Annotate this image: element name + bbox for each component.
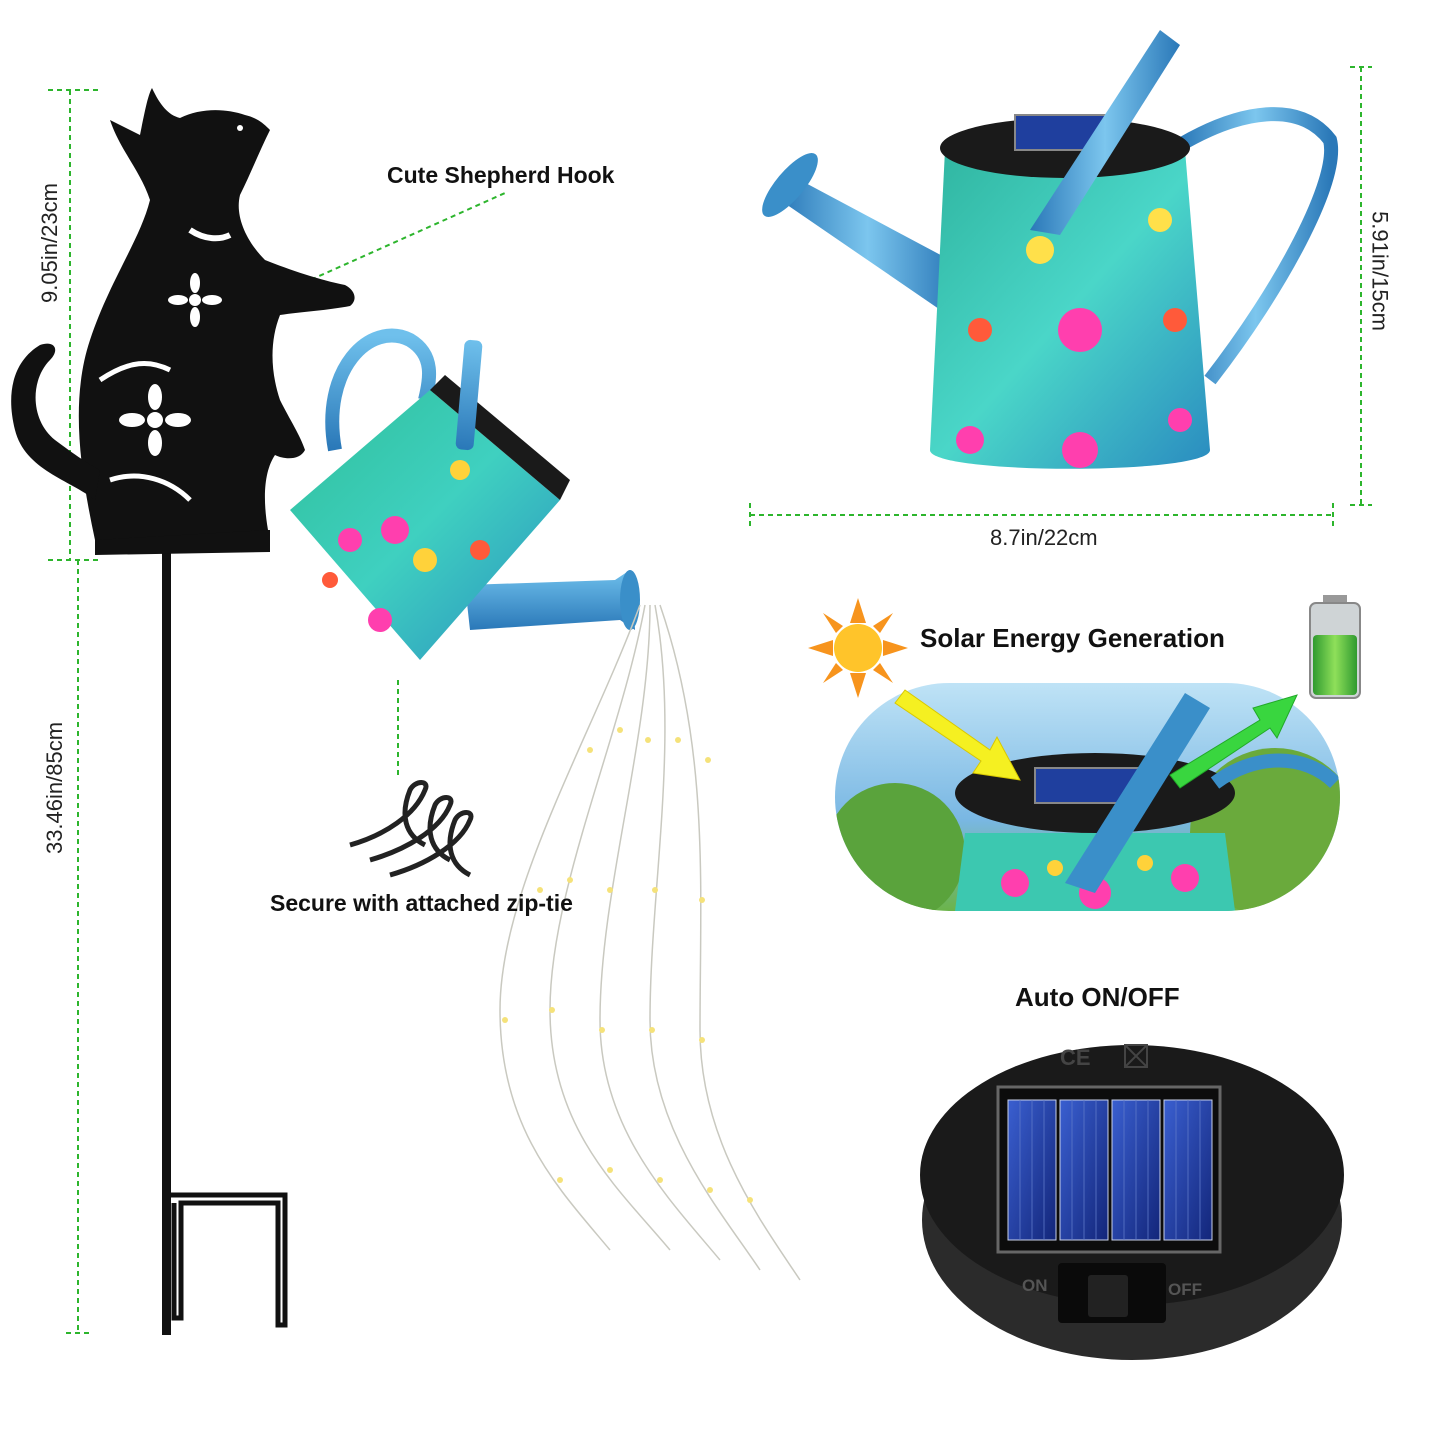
label-hook: Cute Shepherd Hook <box>387 162 615 188</box>
label-solar: Solar Energy Generation <box>920 623 1225 653</box>
dim-can-width: 8.7in/22cm <box>990 525 1098 550</box>
panel-on-label: ON <box>1022 1276 1048 1295</box>
cat-silhouette-icon <box>11 88 355 1335</box>
light-strands <box>499 604 801 1281</box>
label-auto: Auto ON/OFF <box>1015 982 1180 1012</box>
label-zip: Secure with attached zip-tie <box>270 890 573 916</box>
sun-icon <box>808 598 908 698</box>
charge-arrow-icon <box>1169 694 1298 789</box>
panel-ce-mark: CE <box>1060 1045 1091 1070</box>
zip-tie-icon <box>349 780 474 878</box>
watering-can-large-icon <box>762 30 1339 469</box>
sun-arrow-icon <box>894 689 1021 781</box>
panel-off-label: OFF <box>1168 1280 1202 1299</box>
solar-photo <box>835 683 1340 911</box>
watering-can-icon <box>290 328 640 660</box>
solar-panel-icon <box>920 1044 1344 1360</box>
dim-can-height: 5.91in/15cm <box>1367 211 1393 331</box>
battery-icon <box>1309 595 1361 699</box>
